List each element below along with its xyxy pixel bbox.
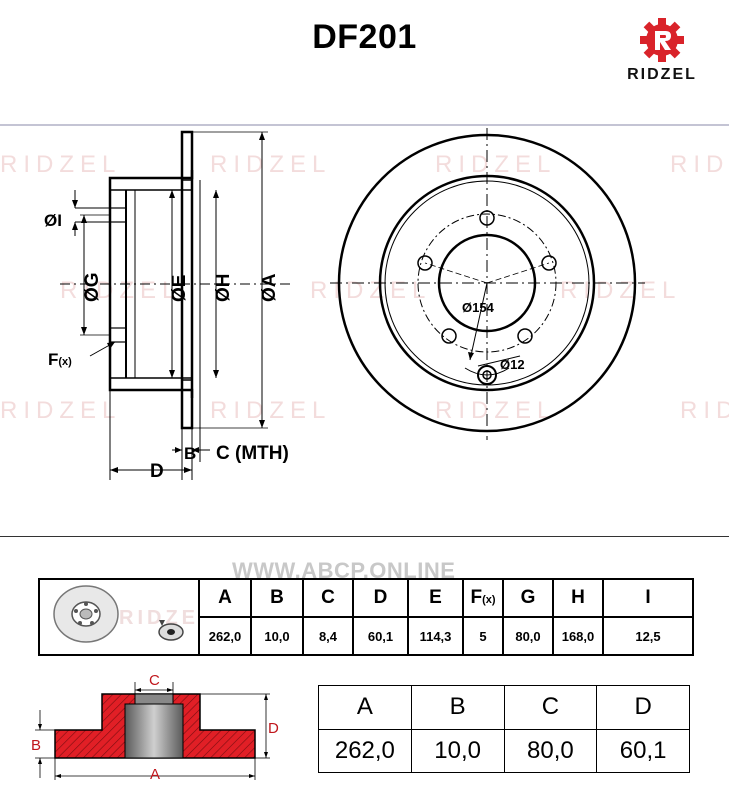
svg-text:RIDZEL: RIDZEL bbox=[310, 277, 431, 304]
spec-header-c: C bbox=[302, 578, 354, 618]
section-label-d: D bbox=[268, 720, 279, 737]
spec-header-f: F(x) bbox=[462, 578, 504, 618]
bolt-circle-label: Ø154 bbox=[462, 300, 495, 315]
cross-section-diagram: C D B A bbox=[31, 672, 279, 783]
summary-value-a: 262,0 bbox=[318, 728, 412, 773]
summary-value-c: 80,0 bbox=[503, 728, 598, 773]
hole-diameter-label: Ø12 bbox=[500, 357, 525, 372]
spec-header-d: D bbox=[352, 578, 409, 618]
brake-disc-thumbnail-icon: RIDZEL bbox=[53, 585, 211, 643]
spec-header-e: E bbox=[407, 578, 464, 618]
ridzel-gear-logo-icon bbox=[640, 18, 684, 62]
spec-value-f: 5 bbox=[462, 616, 504, 656]
spec-value-a: 262,0 bbox=[198, 616, 252, 656]
spec-header-h: H bbox=[552, 578, 604, 618]
summary-value-d: 60,1 bbox=[596, 728, 690, 773]
spec-value-d: 60,1 bbox=[352, 616, 409, 656]
spec-value-i: 12,5 bbox=[602, 616, 694, 656]
section-label-a: A bbox=[150, 766, 160, 783]
dim-h-label: ØH bbox=[213, 274, 234, 303]
dim-g-label: ØG bbox=[82, 272, 103, 302]
spec-value-e: 114,3 bbox=[407, 616, 464, 656]
section-label-c: C bbox=[149, 672, 160, 689]
svg-text:RIDZEL: RIDZEL bbox=[560, 277, 681, 304]
svg-text:RIDZEL: RIDZEL bbox=[435, 397, 556, 424]
brand-name: RIDZEL bbox=[627, 66, 697, 83]
spec-value-g: 80,0 bbox=[502, 616, 554, 656]
dim-b-label: B bbox=[184, 444, 196, 463]
svg-text:RIDZEL: RIDZEL bbox=[119, 607, 197, 629]
spec-value-b: 10,0 bbox=[250, 616, 304, 656]
spec-value-h: 168,0 bbox=[552, 616, 604, 656]
technical-drawing: RIDZEL RIDZEL RIDZEL RIDZEL RIDZEL RIDZE… bbox=[0, 124, 729, 482]
spec-header-a: A bbox=[198, 578, 252, 618]
summary-header-c: C bbox=[503, 685, 598, 730]
spec-table: RIDZEL A B C D E F(x) G H I 262,0 10,0 8… bbox=[38, 578, 694, 656]
summary-table: A B C D 262,0 10,0 80,0 60,1 bbox=[318, 685, 690, 773]
spec-header-g: G bbox=[502, 578, 554, 618]
dim-d-label: D bbox=[150, 461, 164, 482]
summary-header-b: B bbox=[410, 685, 505, 730]
part-number-title: DF201 bbox=[312, 18, 417, 56]
svg-text:RIDZEL: RIDZEL bbox=[0, 151, 121, 178]
summary-header-d: D bbox=[596, 685, 690, 730]
front-view bbox=[330, 128, 645, 440]
dim-f-label: F(x) bbox=[48, 350, 72, 369]
dim-c-label: C (MTH) bbox=[216, 443, 289, 464]
disc-thumbnail-cell: RIDZEL bbox=[38, 578, 211, 656]
svg-text:RIDZEL: RIDZEL bbox=[435, 151, 556, 178]
svg-text:RIDZEL: RIDZEL bbox=[670, 151, 729, 178]
section-label-b: B bbox=[31, 737, 41, 754]
summary-value-b: 10,0 bbox=[410, 728, 505, 773]
spec-header-b: B bbox=[250, 578, 304, 618]
spec-value-c: 8,4 bbox=[302, 616, 354, 656]
svg-text:RIDZEL: RIDZEL bbox=[210, 151, 331, 178]
svg-text:RIDZEL: RIDZEL bbox=[60, 277, 181, 304]
dim-e-label: ØE bbox=[169, 275, 190, 302]
dim-a-label: ØA bbox=[259, 273, 280, 302]
spec-header-i: I bbox=[602, 578, 694, 618]
section-divider bbox=[0, 536, 729, 537]
svg-text:RIDZEL: RIDZEL bbox=[210, 397, 331, 424]
svg-text:RIDZEL: RIDZEL bbox=[0, 397, 121, 424]
summary-header-a: A bbox=[318, 685, 412, 730]
side-view bbox=[60, 130, 290, 480]
brand-watermark: RIDZEL RIDZEL RIDZEL RIDZEL RIDZEL RIDZE… bbox=[0, 151, 729, 424]
svg-text:RIDZEL: RIDZEL bbox=[680, 397, 729, 424]
dim-i-label: ØI bbox=[44, 211, 62, 230]
